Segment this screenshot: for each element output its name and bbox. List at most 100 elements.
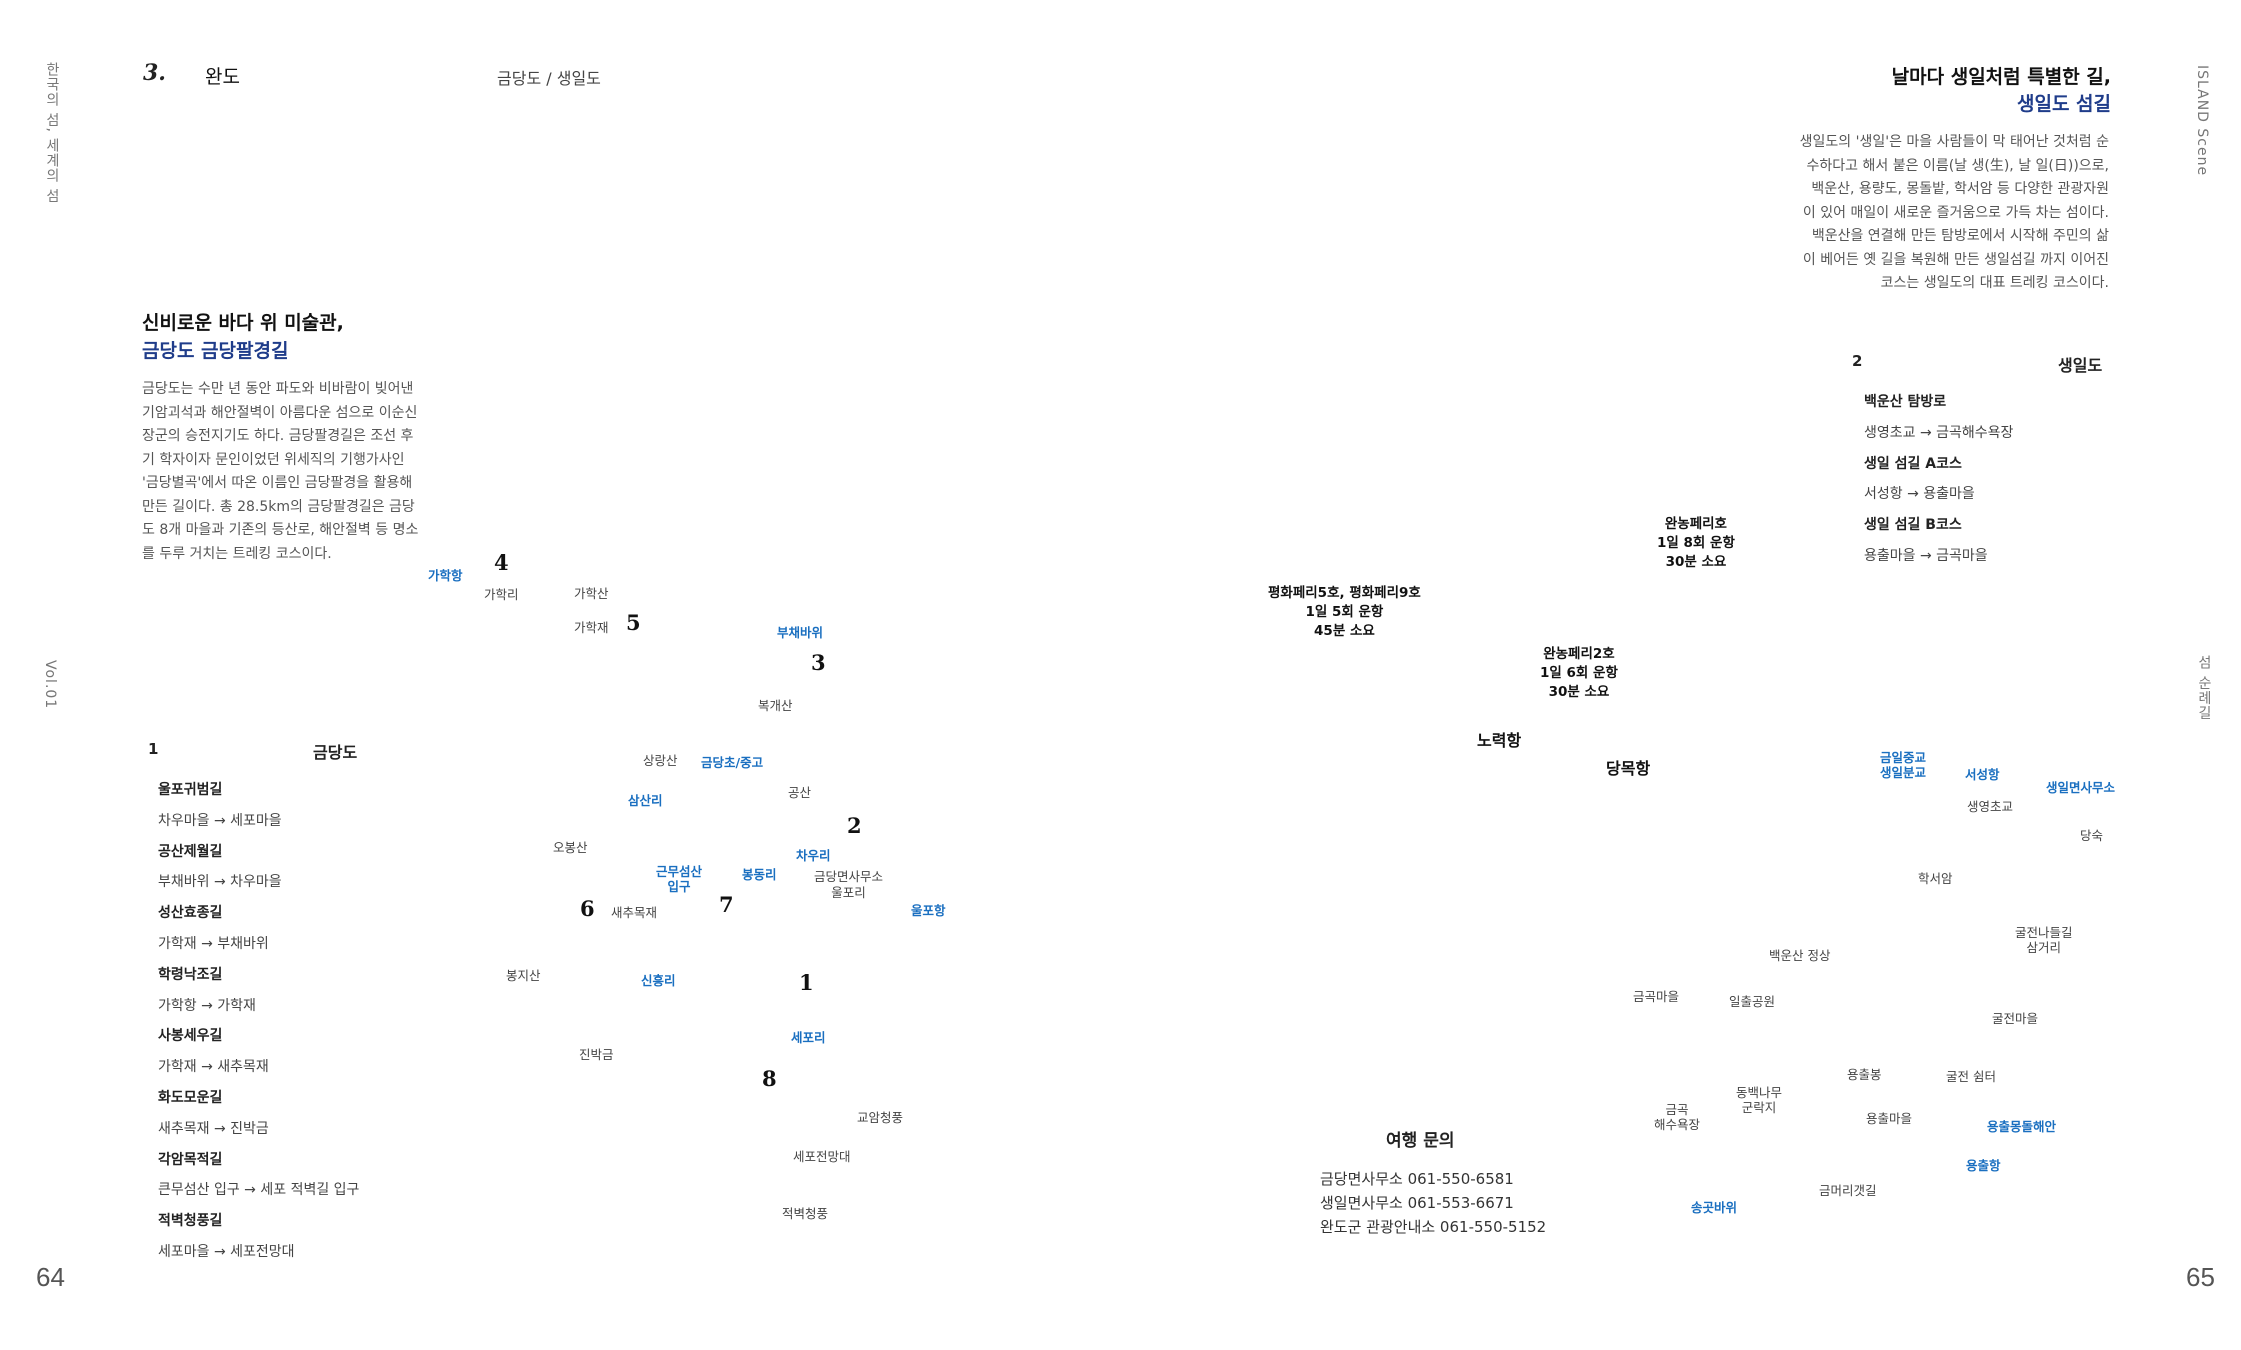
map-marker: 5 (626, 610, 641, 635)
map-label: 굴전 쉼터 (1946, 1069, 1996, 1084)
map-label: 새추목재 (611, 905, 658, 920)
map-label: 가학산 (574, 586, 609, 601)
course-route: 서성항 → 용출마을 (1864, 486, 1975, 503)
islands-subtitle: 금당도 / 생일도 (497, 69, 601, 88)
map-label: 생일면사무소 (2046, 780, 2116, 795)
map-label: 용출항 (1966, 1158, 2001, 1173)
map-label: 금곡 해수욕장 (1654, 1102, 1701, 1132)
map-label: 신흥리 (641, 973, 676, 988)
map-label: 봉지산 (506, 968, 541, 983)
map-marker: 1 (799, 970, 814, 995)
map-label: 가학리 (484, 587, 519, 602)
course-route: 세포마을 → 세포전망대 (158, 1244, 295, 1260)
ferry-info: 평화페리5호, 평화페리9호 1일 5회 운항 45분 소요 (1268, 585, 1421, 639)
map-marker: 6 (580, 896, 595, 921)
headline-line2: 금당도 금당팔경길 (142, 340, 289, 362)
course-route: 새추목재 → 진박금 (158, 1120, 269, 1137)
course-name: 생일 섬길 A코스 (1864, 455, 1962, 472)
map-label: 금당면사무소 울포리 (814, 869, 884, 900)
course-route: 큰무섬산 입구 → 세포 적벽길 입구 (158, 1182, 360, 1199)
map-name: 생일도 (2058, 356, 2103, 375)
contact-title: 여행 문의 (1386, 1131, 1455, 1151)
map-label: 학서암 (1918, 871, 1953, 886)
map-label: 봉동리 (742, 867, 777, 882)
map-marker: 8 (762, 1066, 777, 1091)
course-route: 가학항 → 가학재 (158, 997, 256, 1014)
map-label: 금머리갯길 (1819, 1183, 1877, 1198)
contact-line: 완도군 관광안내소 061-550-5152 (1320, 1218, 1547, 1236)
map-label: 당숙 (2080, 828, 2104, 843)
map-label: 울포항 (911, 903, 946, 918)
course-name: 각암목적길 (158, 1151, 223, 1168)
map-label: 세포리 (791, 1030, 826, 1045)
description: 금당도는 수만 년 동안 파도와 비바람이 빚어낸 기암괴석과 해안절벽이 아름… (142, 381, 419, 562)
course-route: 용출마을 → 금곡마을 (1864, 548, 1988, 564)
map-label: 용출마을 (1866, 1111, 1913, 1126)
map-marker: 2 (847, 813, 862, 838)
port-label: 당목항 (1606, 759, 1651, 778)
section-vertical-label: ISLAND Scene (2194, 65, 2210, 177)
magazine-vertical-label: 한국의 섬, 세계의 섬 (44, 62, 60, 204)
map-label: 공산 (788, 785, 812, 800)
map-number: 2 (1852, 352, 1863, 370)
map-number: 1 (148, 740, 159, 758)
map-label: 굴전나들길 삼거리 (2015, 925, 2073, 955)
map-label: 오봉산 (553, 840, 588, 855)
map-marker: 4 (494, 550, 509, 575)
map-marker: 7 (719, 892, 734, 917)
volume-label: Vol.01 (42, 660, 58, 710)
headline-line1: 신비로운 바다 위 미술관, (142, 312, 344, 334)
map-label: 세포전망대 (793, 1149, 851, 1164)
map-label: 차우리 (796, 848, 831, 863)
map-label: 교암청풍 (857, 1110, 904, 1125)
map-marker: 3 (811, 650, 826, 675)
course-name: 적벽청풍길 (158, 1213, 223, 1230)
headline-line1: 날마다 생일처럼 특별한 길, (1891, 66, 2111, 88)
headline-line2: 생일도 섬길 (2016, 93, 2111, 115)
map-label: 금당초/중고 (701, 755, 764, 770)
contact-line: 금당면사무소 061-550-6581 (1320, 1170, 1514, 1188)
map-label: 삼산리 (628, 793, 663, 808)
map-label: 백운산 정상 (1769, 948, 1831, 963)
map-label: 금곡마을 (1633, 989, 1680, 1004)
page-number-left: 64 (36, 1262, 65, 1292)
map-label: 용출봉 (1847, 1067, 1882, 1082)
map-name: 금당도 (313, 743, 358, 762)
section-number: 3. (143, 60, 166, 86)
section-vertical-sub: 섬 순례길 (2196, 655, 2212, 721)
course-name: 백운산 탐방로 (1864, 394, 1947, 410)
map-label: 용출몽돌해안 (1987, 1119, 2057, 1134)
map-label: 동백나무 군락지 (1736, 1085, 1783, 1115)
page-number-right: 65 (2186, 1262, 2215, 1292)
description: 생일도의 '생일'은 마을 사람들이 막 태어난 것처럼 순수하다고 해서 붙은… (1799, 134, 2109, 291)
course-name: 공산제월길 (158, 843, 223, 860)
map-label: 일출공원 (1729, 994, 1776, 1009)
map-label: 송곳바위 (1691, 1200, 1738, 1215)
map-label: 근무섬산 입구 (656, 864, 703, 894)
course-route: 부채바위 → 차우마을 (158, 874, 282, 891)
course-name: 화도모운길 (158, 1090, 223, 1106)
region-title: 완도 (205, 66, 240, 88)
course-route: 생영초교 → 금곡해수욕장 (1864, 424, 2014, 441)
course-route: 차우마을 → 세포마을 (158, 812, 282, 829)
map-label: 부채바위 (777, 625, 824, 640)
map-label: 생영초교 (1967, 799, 2014, 814)
map-label: 가학재 (574, 620, 609, 635)
ferry-info: 완농페리호 1일 8회 운항 30분 소요 (1657, 516, 1735, 570)
course-route: 가학재 → 부채바위 (158, 936, 269, 952)
course-name: 사봉세우길 (158, 1028, 223, 1045)
map-label: 적벽청풍 (782, 1206, 829, 1221)
course-name: 울포귀범길 (158, 782, 223, 798)
port-label: 노력항 (1477, 731, 1522, 750)
course-route: 가학재 → 새추목재 (158, 1059, 269, 1076)
map-label: 진박금 (579, 1047, 614, 1062)
map-label: 굴전마을 (1992, 1011, 2039, 1026)
course-name: 학령낙조길 (158, 966, 223, 983)
map-label: 상랑산 (643, 753, 678, 768)
map-label: 가학항 (428, 568, 463, 583)
contact-line: 생일면사무소 061-553-6671 (1320, 1194, 1514, 1212)
map-label: 금일중교 생일분교 (1880, 750, 1927, 780)
course-name: 성산효종길 (158, 905, 223, 922)
map-label: 복개산 (758, 698, 793, 713)
map-label: 서성항 (1965, 767, 2000, 782)
